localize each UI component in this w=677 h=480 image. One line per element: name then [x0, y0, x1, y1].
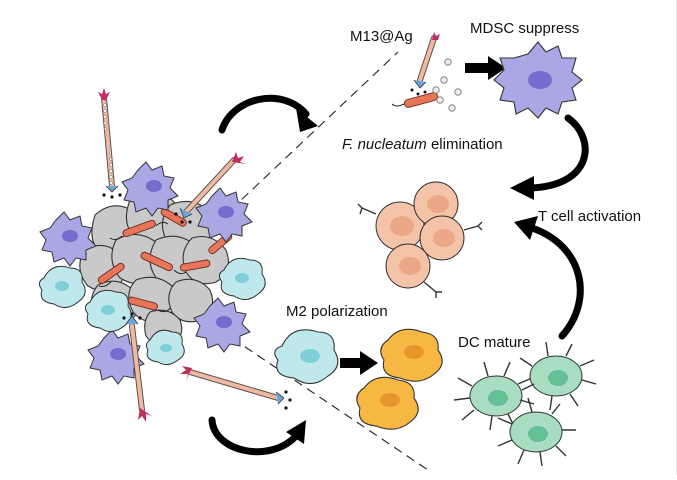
- phage-icon: [180, 366, 292, 410]
- curved-arrow-top: [218, 94, 318, 134]
- mdsc-cell-icon: [493, 41, 583, 119]
- mdsc-cell-icon: [87, 329, 145, 385]
- t-cell-cluster: [357, 181, 483, 298]
- phage-icon: [122, 312, 152, 422]
- arrow-right-m2: [340, 351, 378, 375]
- macrophage-icon: [145, 329, 185, 366]
- label-fn-species: F. nucleatum: [342, 136, 427, 153]
- macrophage-icon: [218, 257, 266, 300]
- dendritic-cell-icon: [497, 397, 576, 467]
- label-fn-rest: elimination: [426, 136, 503, 153]
- arrow-right-mdsc: [465, 56, 506, 80]
- label-fn-elimination: F. nucleatum elimination: [342, 136, 503, 154]
- mdsc-cell-icon: [195, 187, 253, 243]
- phage-icon: [98, 88, 122, 199]
- zoom-lines: [219, 51, 429, 471]
- m13-ag-phage: [391, 32, 440, 108]
- t-cell-icon: [385, 243, 442, 298]
- t-cell-icon: [357, 201, 425, 251]
- curved-arrow-dc-tcell: [514, 216, 584, 340]
- phage-icon: [174, 152, 246, 224]
- label-mdsc-suppress: MDSC suppress: [470, 20, 580, 37]
- dendritic-cell-icon: [453, 361, 535, 431]
- m2-macrophage-icon: [356, 376, 419, 430]
- macrophage-icon: [38, 265, 86, 308]
- macrophage-icon: [84, 289, 132, 332]
- mdsc-cell-icon: [39, 211, 97, 267]
- t-cell-icon: [413, 181, 459, 227]
- dendritic-cell-icon: [519, 341, 597, 411]
- label-t-cell-activation: T cell activation: [538, 208, 642, 225]
- silver-nanoparticle-icon: [432, 58, 462, 112]
- mdsc-cell-icon: [121, 161, 179, 217]
- label-m2-polarization: M2 polarization: [286, 303, 388, 320]
- mdsc-cell-icon: [193, 297, 251, 353]
- t-cell-icon: [419, 215, 483, 261]
- m2-macrophage-icon: [380, 328, 443, 382]
- tumor-cluster: [38, 88, 292, 422]
- curved-arrow-bottom: [208, 416, 306, 456]
- label-dc-mature: DC mature: [458, 334, 531, 351]
- macrophage-icon: [274, 329, 339, 385]
- label-m13-ag: M13@Ag: [350, 28, 413, 45]
- curved-arrow-mdsc-tcell: [510, 114, 589, 200]
